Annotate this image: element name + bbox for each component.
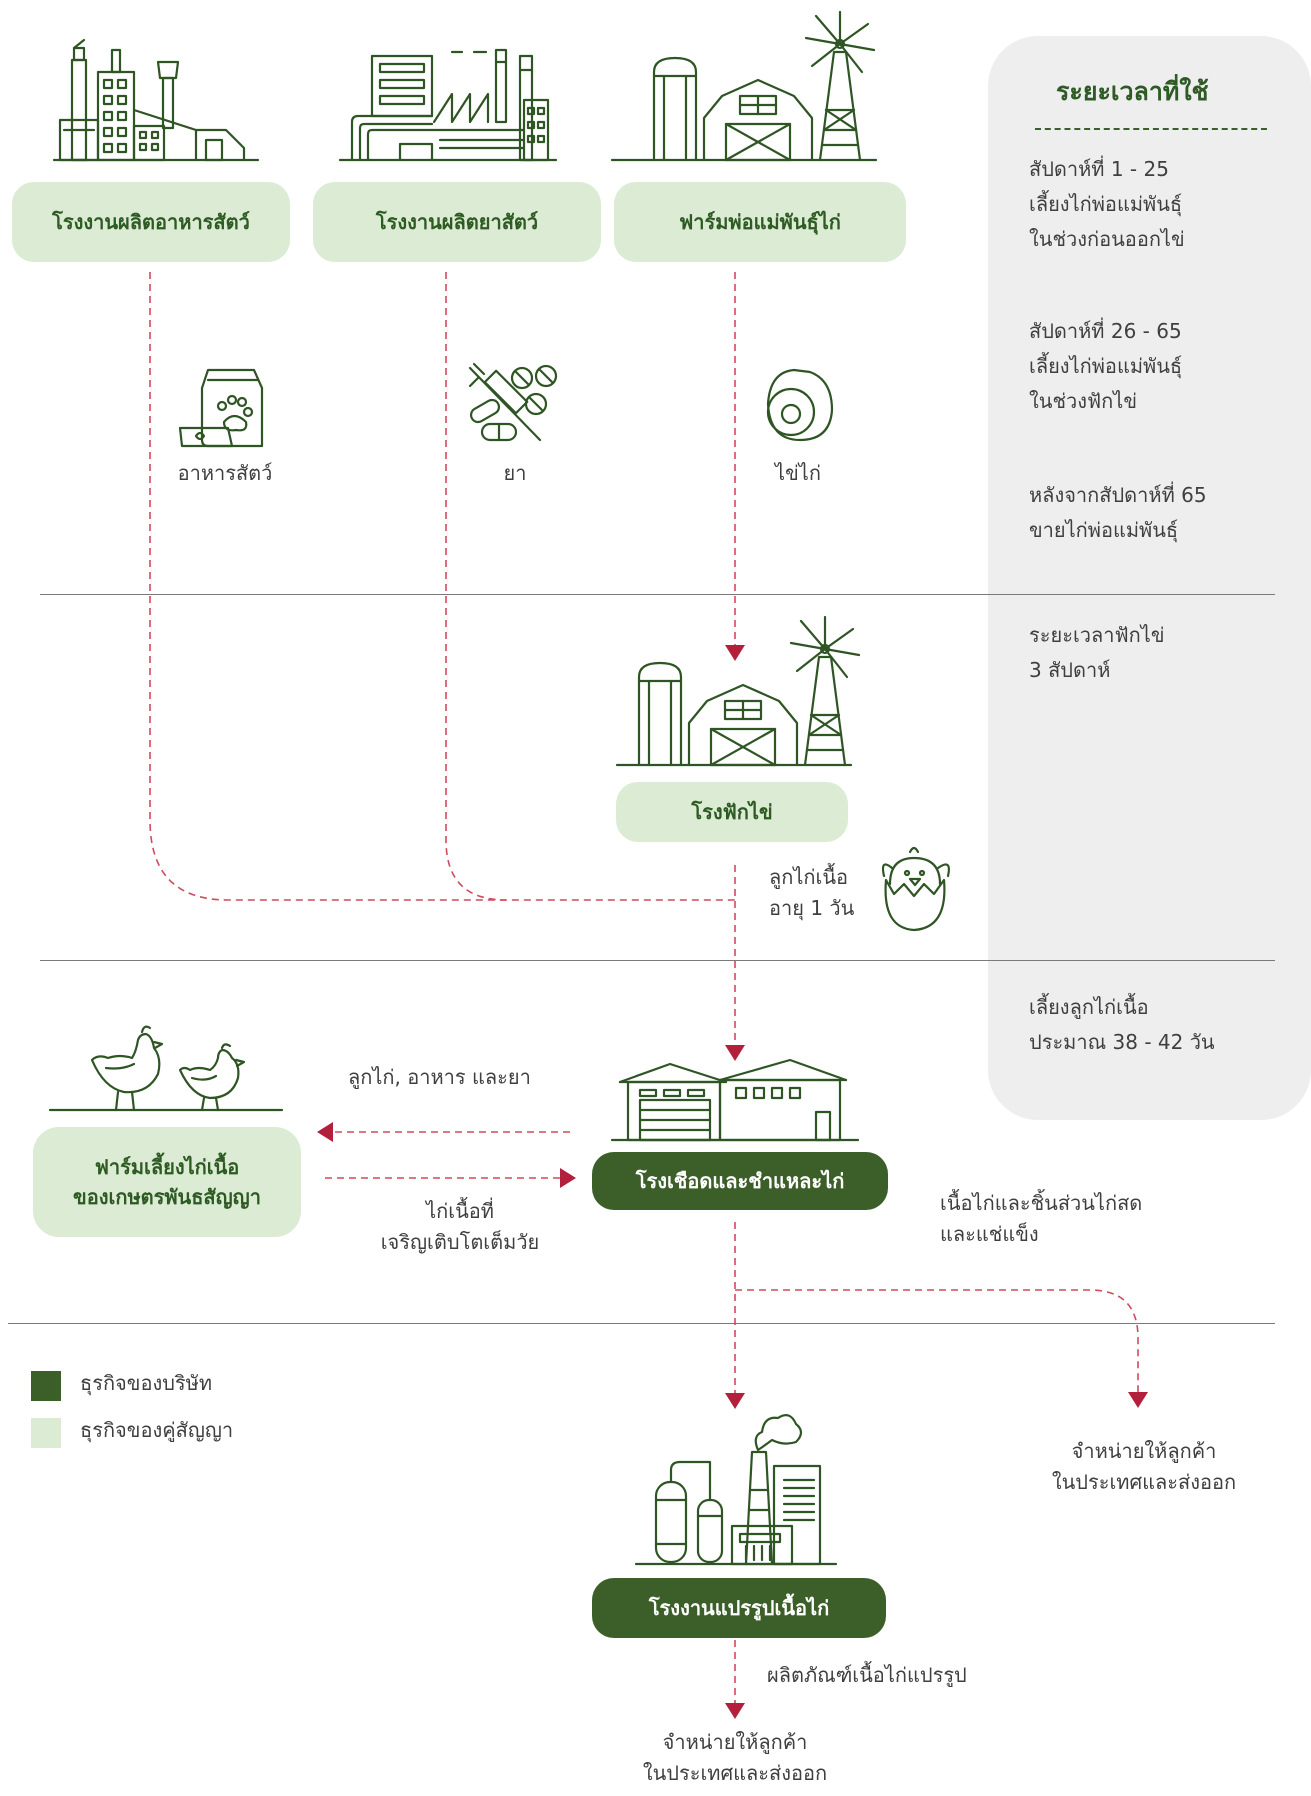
legend-company-swatch bbox=[31, 1371, 61, 1401]
legend-company-label: ธุรกิจของบริษัท bbox=[80, 1371, 213, 1395]
node-drug-plant[interactable]: โรงงานผลิตยาสัตว์ bbox=[313, 182, 601, 262]
egg-icon bbox=[766, 368, 834, 442]
input-eggs-label: ไข่ไก่ bbox=[775, 461, 821, 485]
arrow-to-fresh-sale bbox=[1128, 1392, 1148, 1408]
node-contract-farm[interactable]: ฟาร์มเลี้ยงไก่เนื้อ ของเกษตรพันธสัญญา bbox=[33, 1127, 301, 1237]
arrow-to-processed-sale bbox=[725, 1703, 745, 1719]
node-slaughterhouse[interactable]: โรงเชือดและชำแหละไก่ bbox=[592, 1152, 888, 1210]
breeder-farm-icon bbox=[610, 10, 878, 162]
drug-plant-factory-icon bbox=[338, 48, 558, 162]
flow-medicine-line bbox=[445, 272, 507, 901]
timeline-breeder-prelay: สัปดาห์ที่ 1 - 25 เลี้ยงไก่พ่อแม่พันธุ์ … bbox=[1029, 157, 1185, 251]
node-breeder-farm[interactable]: ฟาร์มพ่อแม่พันธุ์ไก่ bbox=[614, 182, 906, 262]
feed-mill-factory-icon bbox=[52, 38, 260, 162]
timeline-breeder-laying: สัปดาห์ที่ 26 - 65 เลี้ยงไก่พ่อแม่พันธุ์… bbox=[1029, 319, 1183, 413]
timeline-panel bbox=[988, 36, 1311, 1120]
hatchery-farm-icon bbox=[615, 615, 861, 767]
section-divider-3 bbox=[8, 1323, 1275, 1324]
arrow-eggs-to-hatchery bbox=[725, 645, 745, 661]
flow-label-from-farm: ไก่เนื้อที่ เจริญเติบโตเต็มวัย bbox=[380, 1199, 540, 1254]
flow-fresh-sale-line bbox=[735, 1289, 1139, 1392]
node-processing-plant[interactable]: โรงงานแปรรูปเนื้อไก่ bbox=[592, 1578, 886, 1638]
section-divider-1 bbox=[40, 594, 1275, 595]
flow-label-to-farm: ลูกไก่, อาหาร และยา bbox=[348, 1065, 531, 1089]
flow-feed-line bbox=[149, 272, 735, 901]
feed-bag-icon bbox=[178, 368, 264, 448]
section-divider-2 bbox=[40, 960, 1275, 961]
processing-plant-icon bbox=[634, 1414, 838, 1566]
processed-sale-label: จำหน่ายให้ลูกค้า ในประเทศและส่งออก bbox=[642, 1730, 828, 1785]
timeline-grow: เลี้ยงลูกไก่เนื้อ ประมาณ 38 - 42 วัน bbox=[1029, 995, 1215, 1054]
flow-arrowheads bbox=[317, 645, 1148, 1719]
timeline-title: ระยะเวลาที่ใช้ bbox=[1056, 77, 1209, 106]
fresh-sale-label: จำหน่ายให้ลูกค้า ในประเทศและส่งออก bbox=[1051, 1439, 1237, 1494]
fresh-products-label: เนื้อไก่และชิ้นส่วนไก่สด และแช่แข็ง bbox=[940, 1191, 1143, 1246]
arrow-to-contract-farm bbox=[317, 1122, 333, 1142]
timeline-breeder-sale: หลังจากสัปดาห์ที่ 65 ขายไก่พ่อแม่พันธุ์ bbox=[1029, 483, 1207, 542]
hatching-chick-icon bbox=[881, 846, 950, 932]
arrow-chicks-to-slaughter bbox=[725, 1045, 745, 1061]
flow-lines bbox=[149, 272, 1139, 1703]
input-feed-label: อาหารสัตว์ bbox=[177, 461, 273, 485]
chick-label: ลูกไก่เนื้อ อายุ 1 วัน bbox=[769, 865, 855, 920]
node-hatchery[interactable]: โรงฟักไข่ bbox=[616, 782, 848, 842]
processed-products-label: ผลิตภัณฑ์เนื้อไก่แปรรูป bbox=[767, 1663, 967, 1687]
input-medicine-label: ยา bbox=[503, 461, 527, 485]
arrow-to-processing bbox=[725, 1393, 745, 1409]
legend-contract-label: ธุรกิจของคู่สัญญา bbox=[80, 1418, 234, 1442]
legend-contract-swatch bbox=[31, 1418, 61, 1448]
warehouse-icon bbox=[610, 1058, 860, 1142]
arrow-to-slaughterhouse bbox=[560, 1168, 576, 1188]
chickens-icon bbox=[48, 1025, 284, 1112]
syringe-pills-icon bbox=[468, 362, 558, 442]
timeline-divider bbox=[1035, 128, 1267, 130]
timeline-hatch: ระยะเวลาฟักไข่ 3 สัปดาห์ bbox=[1029, 623, 1165, 682]
node-feed-mill[interactable]: โรงงานผลิตอาหารสัตว์ bbox=[12, 182, 290, 262]
